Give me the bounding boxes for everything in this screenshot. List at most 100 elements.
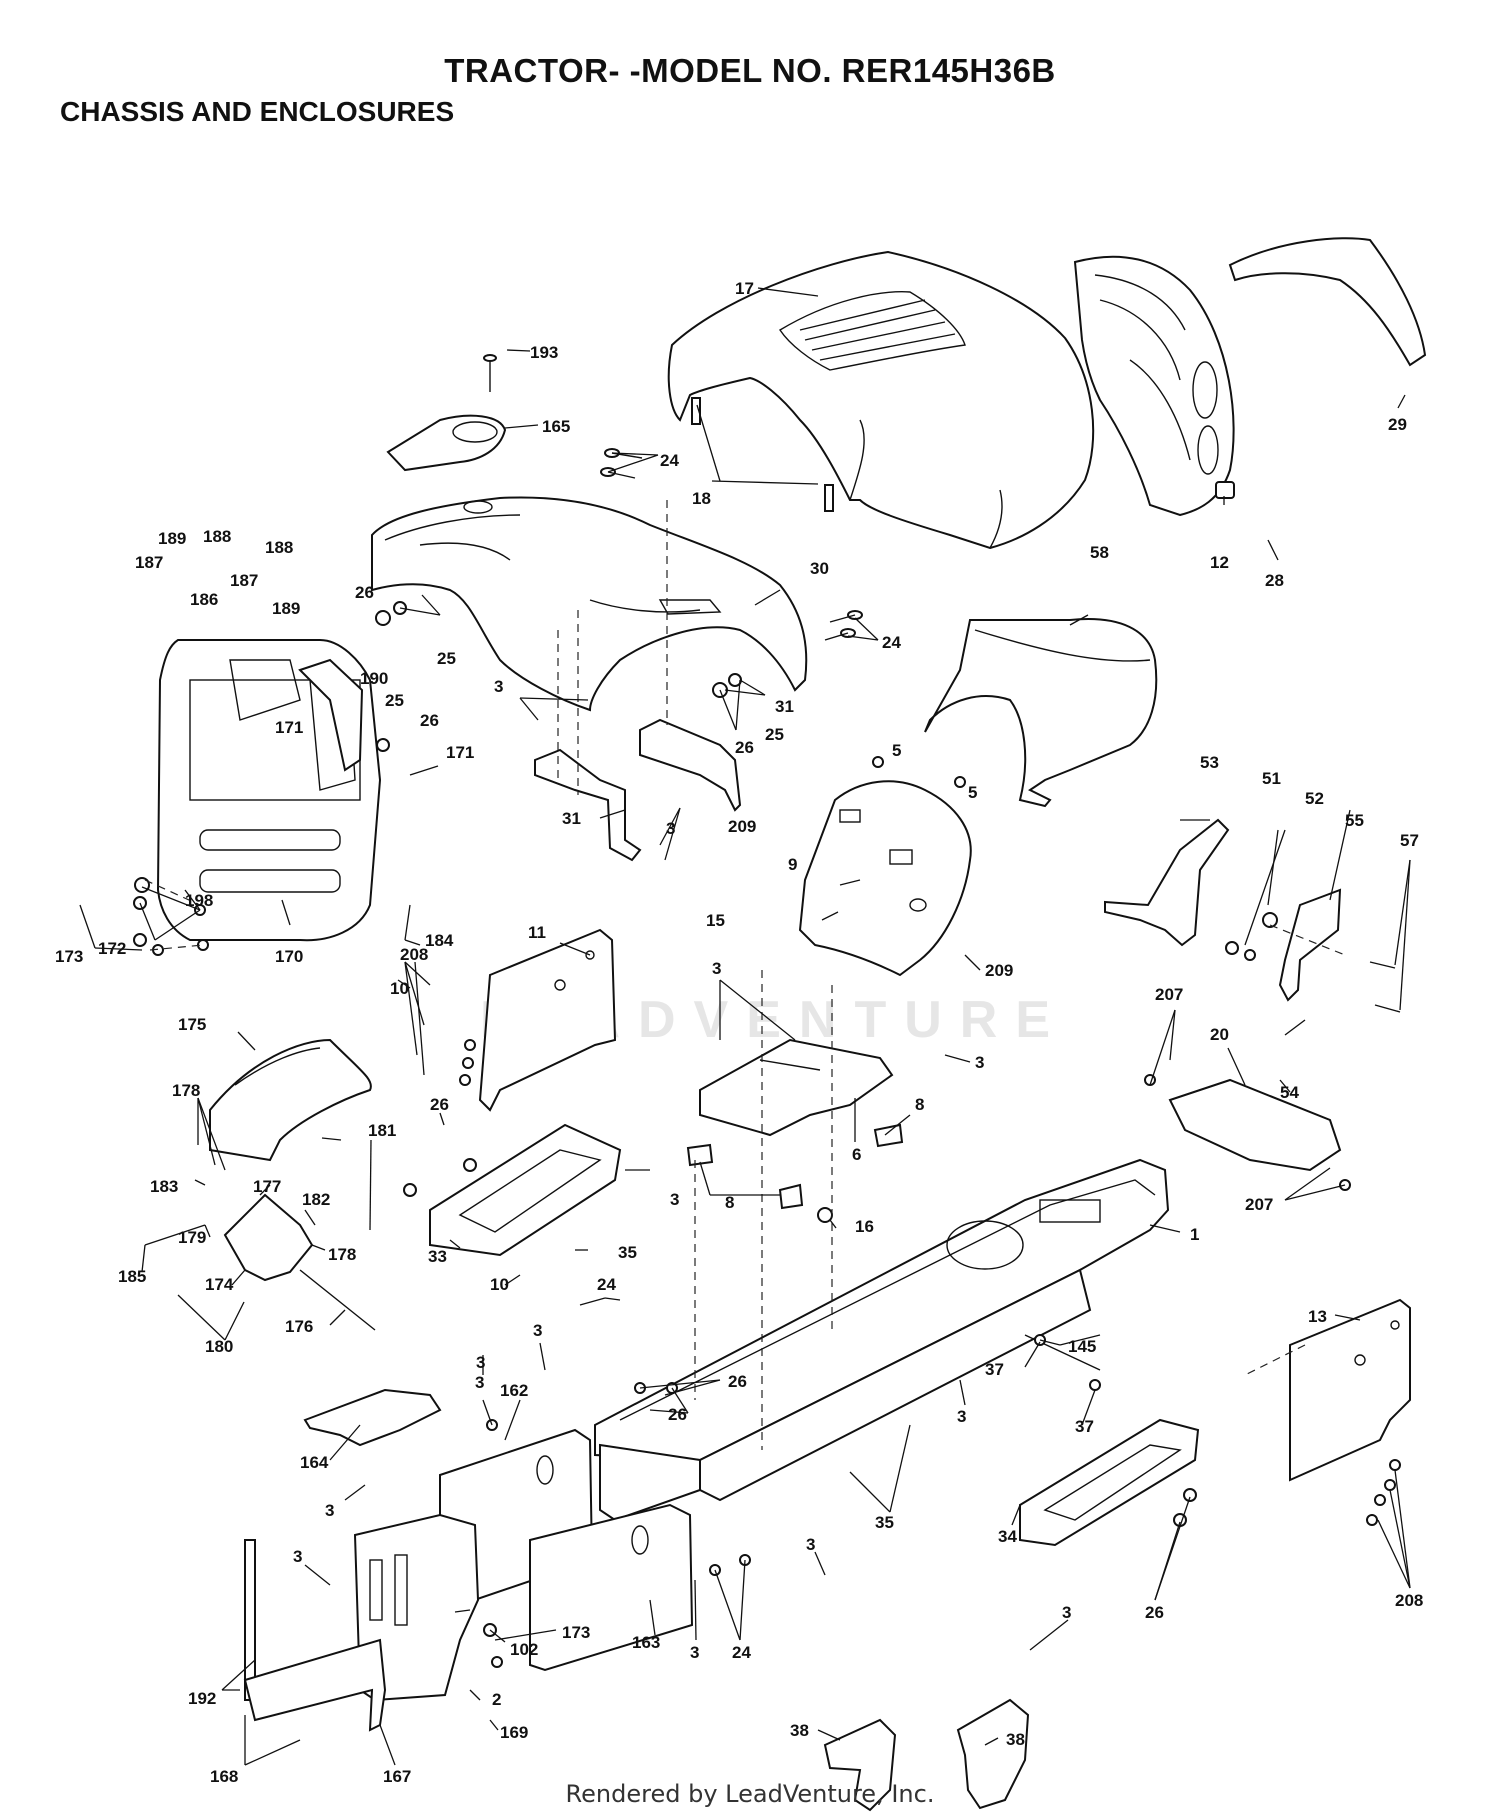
callout-54: 54 <box>1280 1083 1299 1102</box>
callout-52: 52 <box>1305 789 1324 808</box>
part-bracket-55 <box>1278 888 1342 1002</box>
callout-16: 16 <box>855 1217 874 1236</box>
callout-8: 8 <box>725 1193 734 1212</box>
callout-189: 189 <box>158 529 186 548</box>
part-clip <box>1215 481 1235 499</box>
callout-2: 2 <box>492 1690 501 1709</box>
callout-24: 24 <box>597 1275 616 1294</box>
part-footrest-right <box>1019 1418 1200 1547</box>
callout-17: 17 <box>735 279 754 298</box>
part-front-plate-2 <box>353 1513 480 1702</box>
callout-31: 31 <box>562 809 581 828</box>
callout-198: 198 <box>185 891 213 910</box>
callout-169: 169 <box>500 1723 528 1742</box>
callout-102: 102 <box>510 1640 538 1659</box>
callout-177: 177 <box>253 1177 281 1196</box>
callout-25: 25 <box>765 725 784 744</box>
callout-5: 5 <box>892 741 901 760</box>
callout-172: 172 <box>98 939 126 958</box>
part-hitch-167 <box>243 1539 387 1732</box>
part-bracket-31 <box>534 718 742 862</box>
callout-207: 207 <box>1245 1195 1273 1214</box>
callout-51: 51 <box>1262 769 1281 788</box>
part-cover-175 <box>209 1038 372 1162</box>
callout-189: 189 <box>272 599 300 618</box>
callout-209: 209 <box>728 817 756 836</box>
callout-3: 3 <box>293 1547 302 1566</box>
part-190 <box>298 658 364 772</box>
callout-171: 171 <box>446 743 474 762</box>
part-clip-8b <box>778 1183 804 1210</box>
callout-15: 15 <box>706 911 725 930</box>
callout-173: 173 <box>562 1623 590 1642</box>
part-fuel-cap <box>386 414 507 472</box>
callout-18: 18 <box>692 489 711 508</box>
callout-26: 26 <box>355 583 374 602</box>
part-rod-185 <box>144 1224 206 1246</box>
callout-13: 13 <box>1308 1307 1327 1326</box>
leader-lines <box>79 287 1411 1766</box>
callout-174: 174 <box>205 1275 234 1294</box>
callout-165: 165 <box>542 417 570 436</box>
callout-24: 24 <box>732 1643 751 1662</box>
callout-3: 3 <box>975 1053 984 1072</box>
callout-10: 10 <box>390 979 409 998</box>
callout-3: 3 <box>712 959 721 978</box>
callout-173: 173 <box>55 947 83 966</box>
callout-6: 6 <box>852 1145 861 1164</box>
part-main-frame <box>594 1158 1170 1522</box>
callout-12: 12 <box>1210 553 1229 572</box>
callout-209: 209 <box>985 961 1013 980</box>
callout-179: 179 <box>178 1228 206 1247</box>
callout-24: 24 <box>882 633 901 652</box>
part-footrest-left <box>429 1123 622 1257</box>
callout-145: 145 <box>1068 1337 1096 1356</box>
callout-188: 188 <box>265 538 293 557</box>
callout-25: 25 <box>437 649 456 668</box>
callout-176: 176 <box>285 1317 313 1336</box>
callout-168: 168 <box>210 1767 238 1786</box>
callout-3: 3 <box>690 1643 699 1662</box>
callout-3: 3 <box>670 1190 679 1209</box>
callout-35: 35 <box>875 1513 894 1532</box>
callout-170: 170 <box>275 947 303 966</box>
callout-26: 26 <box>430 1095 449 1114</box>
callout-34: 34 <box>998 1527 1017 1546</box>
callout-33: 33 <box>428 1247 447 1266</box>
part-front-bumper-panel <box>156 639 382 942</box>
callout-11: 11 <box>528 923 546 942</box>
callout-171: 171 <box>275 718 303 737</box>
part-bracket-164 <box>303 1388 442 1447</box>
part-bracket-38b <box>956 1698 1030 1810</box>
callout-3: 3 <box>494 677 503 696</box>
callout-labels: 17 193 165 24 18 12 28 29 189 188 187 18… <box>55 279 1423 1786</box>
callout-31: 31 <box>775 697 794 716</box>
callout-187: 187 <box>135 553 163 572</box>
part-pivot-174 <box>223 1193 314 1282</box>
callout-9: 9 <box>788 855 797 874</box>
part-clip-8c <box>873 1123 904 1148</box>
callout-37: 37 <box>1075 1417 1094 1436</box>
callout-182: 182 <box>302 1190 330 1209</box>
callout-24: 24 <box>660 451 679 470</box>
part-side-panel-11 <box>478 928 617 1112</box>
callout-188: 188 <box>203 527 231 546</box>
part-rod-176 <box>299 1269 376 1331</box>
callout-55: 55 <box>1345 811 1364 830</box>
part-side-panel-13 <box>1289 1298 1411 1482</box>
callout-178: 178 <box>328 1245 356 1264</box>
part-bracket-53 <box>1104 818 1230 947</box>
part-grille <box>1073 255 1235 517</box>
callout-26: 26 <box>668 1405 687 1424</box>
callout-38: 38 <box>1006 1730 1025 1749</box>
callout-185: 185 <box>118 1267 146 1286</box>
hardware-fasteners <box>133 448 1401 1668</box>
callout-29: 29 <box>1388 415 1407 434</box>
callout-187: 187 <box>230 571 258 590</box>
callout-3: 3 <box>957 1407 966 1426</box>
callout-38: 38 <box>790 1721 809 1740</box>
callout-3: 3 <box>475 1373 484 1392</box>
page-title: TRACTOR- -MODEL NO. RER145H36B <box>444 52 1056 89</box>
callout-184: 184 <box>425 931 454 950</box>
